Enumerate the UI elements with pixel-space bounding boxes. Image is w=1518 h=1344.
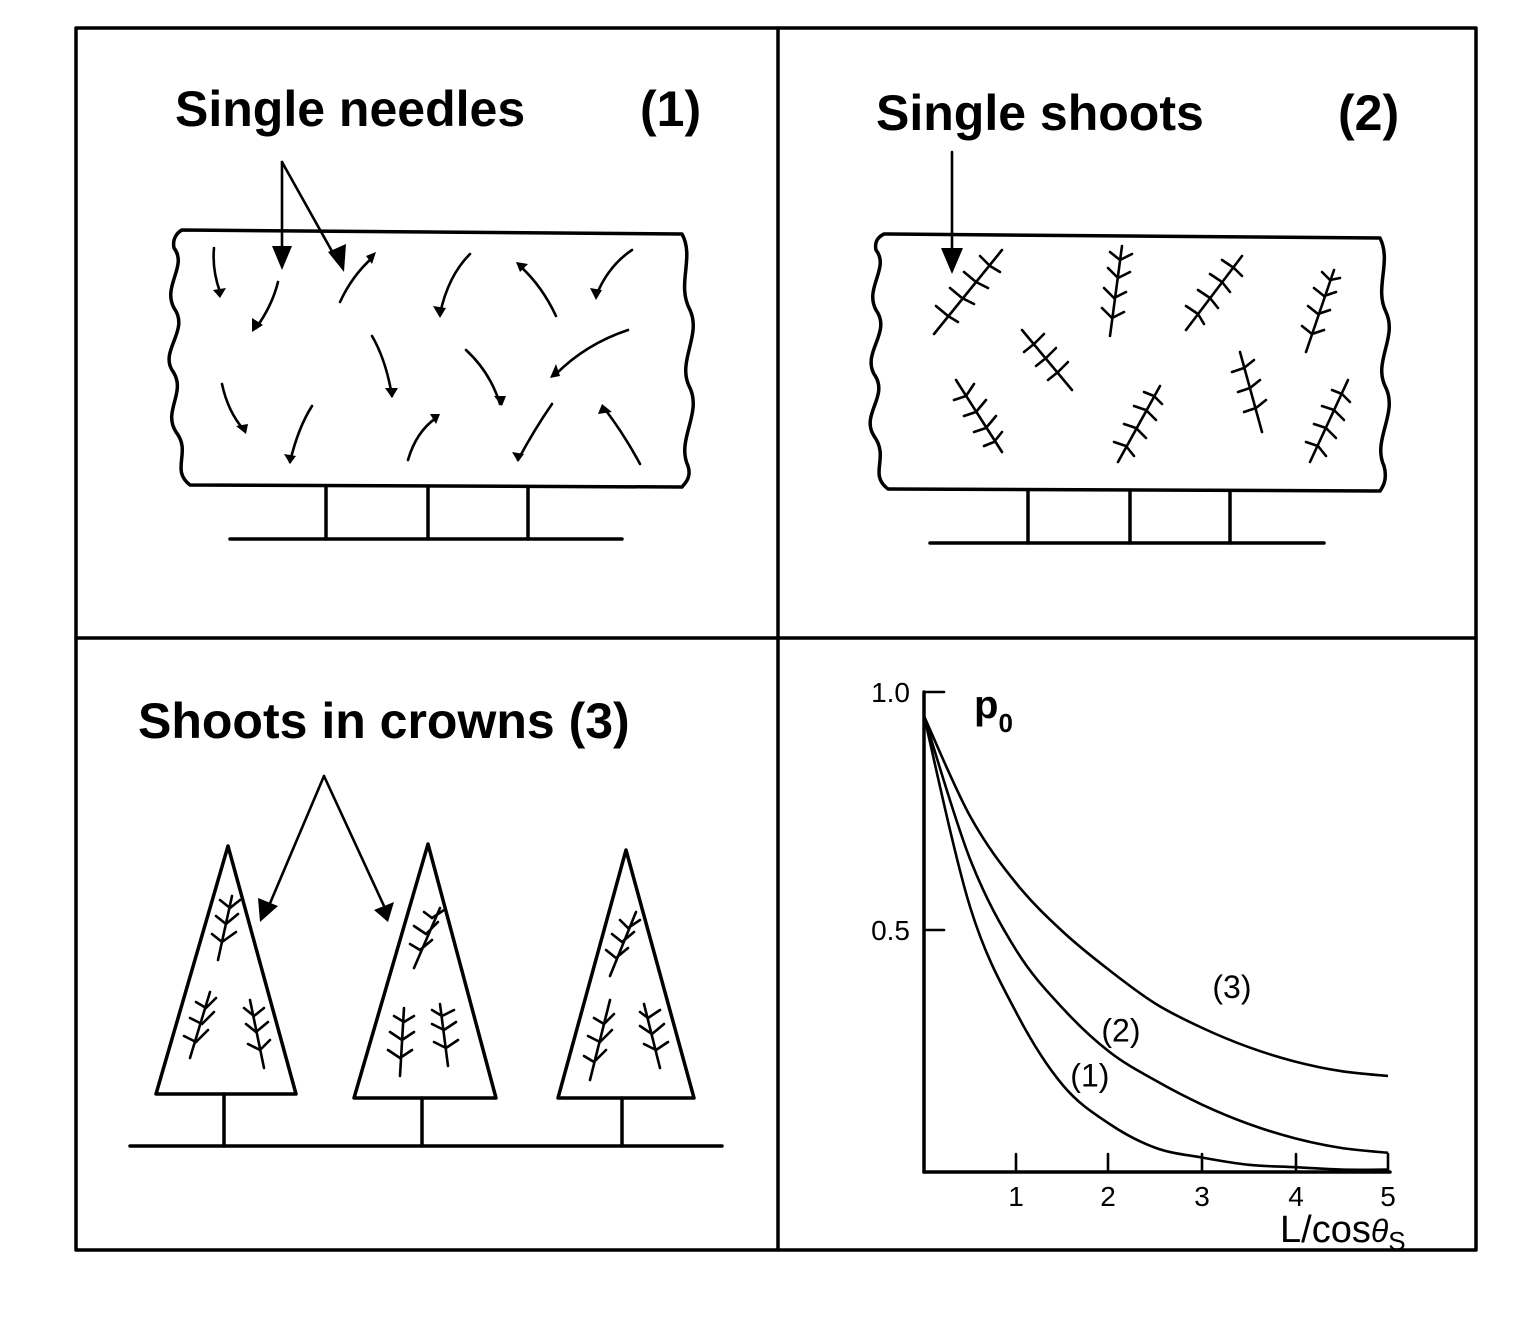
series-curves	[922, 715, 1389, 1172]
x-tick-label-3: 3	[1194, 1181, 1210, 1212]
shoot-pointer-arrow	[941, 150, 963, 274]
shoot-5	[1020, 328, 1074, 392]
x-tick-label-2: 2	[1100, 1181, 1116, 1212]
shoot-3	[1184, 254, 1244, 332]
x-axis-label-theta: θ	[1371, 1213, 1389, 1249]
needle-canopy	[167, 228, 696, 489]
needle-pointer-arrows	[272, 160, 346, 272]
panel-2-title: Single shoots	[876, 85, 1204, 141]
x-tick-label-1: 1	[1008, 1181, 1024, 1212]
y-tick-label-1.0: 1.0	[871, 677, 910, 708]
shoot-8	[1230, 350, 1268, 434]
shoot-marks	[932, 244, 1352, 464]
panel-3-title: Shoots in crowns (3)	[138, 693, 630, 749]
crown-tree-1	[154, 844, 298, 1148]
series-labels: (1) (2) (3)	[1070, 969, 1251, 1093]
series-line-1	[922, 715, 1389, 1172]
panel-1-tag: (1)	[640, 81, 701, 137]
series-label-1: (1)	[1070, 1057, 1109, 1093]
panel-1-title: Single needles	[175, 81, 525, 137]
crown-tree-2	[352, 842, 498, 1148]
shoot-canopy-supports	[928, 489, 1326, 545]
shoot-1	[932, 248, 1004, 336]
panel-shoots-in-crowns: Shoots in crowns (3)	[128, 693, 724, 1148]
shoot-6	[952, 378, 1004, 454]
panel-single-needles: Single needles (1)	[167, 81, 701, 541]
y-axis-label: p0	[974, 683, 1013, 738]
x-tick-label-4: 4	[1288, 1181, 1304, 1212]
y-tick-label-0.5: 0.5	[871, 915, 910, 946]
panel-gap-probability-chart: 1.0 0.5 1 2 3 4 5 p0 L/cosθS (1) (2) (3)	[871, 677, 1405, 1256]
x-tick-label-5: 5	[1380, 1181, 1396, 1212]
series-line-3	[922, 715, 1389, 1078]
series-label-2: (2)	[1101, 1012, 1140, 1048]
crown-tree-3	[556, 848, 696, 1148]
shoot-canopy	[868, 232, 1392, 493]
x-axis-label-sub: S	[1388, 1226, 1405, 1256]
y-axis-label-main: p	[974, 683, 998, 727]
y-axis-ticks: 1.0 0.5	[871, 677, 946, 946]
shoot-9	[1304, 378, 1352, 464]
y-axis-label-sub: 0	[998, 708, 1012, 738]
x-axis-label: L/cosθS	[1280, 1209, 1406, 1256]
shoot-4	[1300, 268, 1342, 354]
panel-2-tag: (2)	[1338, 85, 1399, 141]
x-axis-ticks: 1 2 3 4 5	[1008, 1152, 1396, 1212]
needle-canopy-supports	[228, 485, 624, 541]
shoot-7	[1112, 384, 1164, 464]
series-line-2	[922, 715, 1389, 1155]
needle-marks	[212, 246, 642, 466]
panel-single-shoots: Single shoots (2)	[868, 85, 1399, 545]
panel-frame	[74, 26, 1478, 1252]
shoot-2	[1100, 244, 1134, 338]
crown-pointer-arrows	[258, 774, 394, 922]
series-label-3: (3)	[1212, 969, 1251, 1005]
x-axis-label-main: L/cos	[1280, 1209, 1371, 1251]
